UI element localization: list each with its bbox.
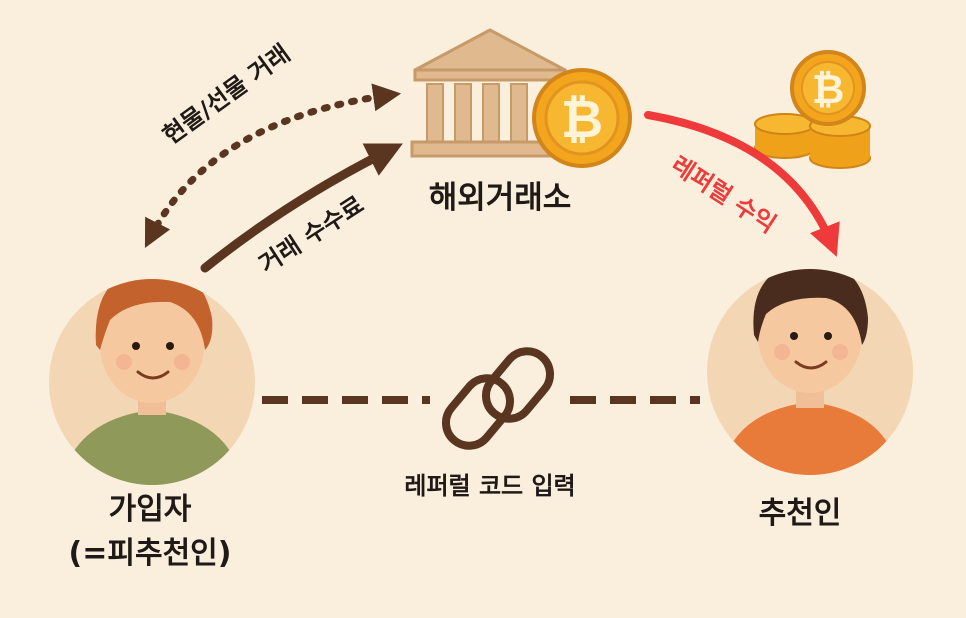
subscriber-avatar [49, 279, 255, 485]
coin-stack-icon: ₿ [754, 50, 871, 169]
spot-futures-arrow [144, 83, 402, 248]
exchange-label: 해외거래소 [428, 180, 572, 216]
trading-fee-arrow [200, 143, 403, 273]
svg-text:₿: ₿ [812, 67, 845, 113]
subscriber-label: 가입자 (=피추천인) [40, 488, 260, 576]
bank-icon [410, 28, 570, 158]
referral-code-label: 레퍼럴 코드 입력 [404, 472, 576, 500]
subscriber-label-line2: (=피추천인) [68, 536, 232, 571]
svg-text:₿: ₿ [561, 90, 603, 150]
recommender-label: 추천인 [758, 496, 842, 531]
subscriber-label-line1: 가입자 [108, 492, 192, 527]
bitcoin-coin-icon: ₿ [532, 68, 632, 168]
chain-link-icon [442, 347, 554, 450]
recommender-avatar [707, 269, 913, 475]
referral-income-arrow [644, 111, 840, 257]
